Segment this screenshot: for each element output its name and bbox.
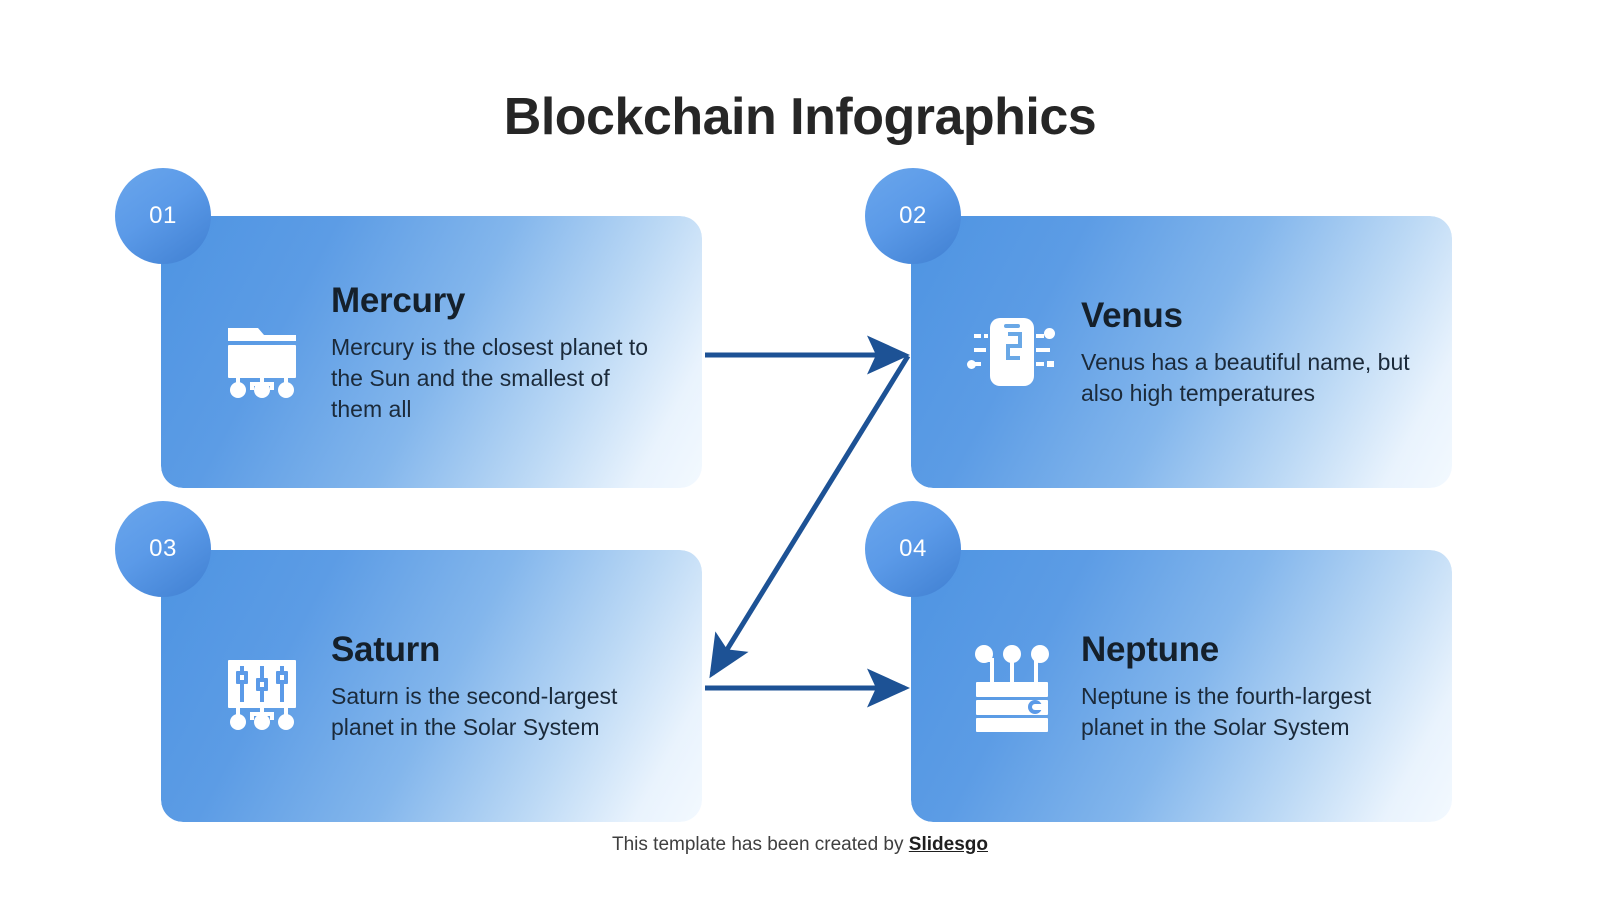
footer-credit: This template has been created by Slides… (0, 832, 1600, 858)
card-description: Mercury is the closest planet to the Sun… (331, 333, 649, 422)
footer-text: This template has been created by (612, 834, 904, 855)
card-text: Saturn Saturn is the second-largest plan… (321, 629, 702, 743)
card-title: Venus (1081, 296, 1183, 335)
slidesgo-link[interactable]: Slidesgo (908, 834, 988, 855)
badge-label: 02 (899, 202, 927, 229)
badge-label: 04 (899, 535, 927, 562)
card-content: Venus Venus has a beautiful name, but al… (911, 216, 1452, 488)
card-saturn[interactable]: Saturn Saturn is the second-largest plan… (161, 550, 702, 822)
card-number-badge-04[interactable]: 04 (865, 501, 961, 597)
card-description: Saturn is the second-largest planet in t… (331, 683, 618, 740)
card-mercury[interactable]: Mercury Mercury is the closest planet to… (161, 216, 702, 488)
card-text: Neptune Neptune is the fourth-largest pl… (1071, 629, 1452, 743)
card-venus[interactable]: Venus Venus has a beautiful name, but al… (911, 216, 1452, 488)
folder-network-icon (203, 304, 321, 400)
card-title: Saturn (331, 630, 441, 669)
card-description: Neptune is the fourth-largest planet in … (1081, 683, 1372, 740)
server-nodes-icon (953, 638, 1071, 734)
card-text: Venus Venus has a beautiful name, but al… (1071, 295, 1452, 409)
badge-label: 01 (149, 202, 177, 229)
smartphone-circuit-icon (953, 304, 1071, 400)
card-neptune[interactable]: Neptune Neptune is the fourth-largest pl… (911, 550, 1452, 822)
card-title: Mercury (331, 280, 466, 320)
card-text: Mercury Mercury is the closest planet to… (321, 280, 702, 425)
page-title: Blockchain Infographics (503, 88, 1097, 146)
card-content: Mercury Mercury is the closest planet to… (161, 216, 702, 488)
circuit-board-sliders-icon (203, 638, 321, 734)
card-number-badge-01[interactable]: 01 (115, 168, 211, 264)
card-number-badge-02[interactable]: 02 (865, 168, 961, 264)
card-content: Saturn Saturn is the second-largest plan… (161, 550, 702, 822)
card-description: Venus has a beautiful name, but also hig… (1081, 349, 1410, 406)
badge-label: 03 (149, 535, 177, 562)
card-content: Neptune Neptune is the fourth-largest pl… (911, 550, 1452, 822)
card-number-badge-03[interactable]: 03 (115, 501, 211, 597)
card-title: Neptune (1081, 630, 1219, 669)
